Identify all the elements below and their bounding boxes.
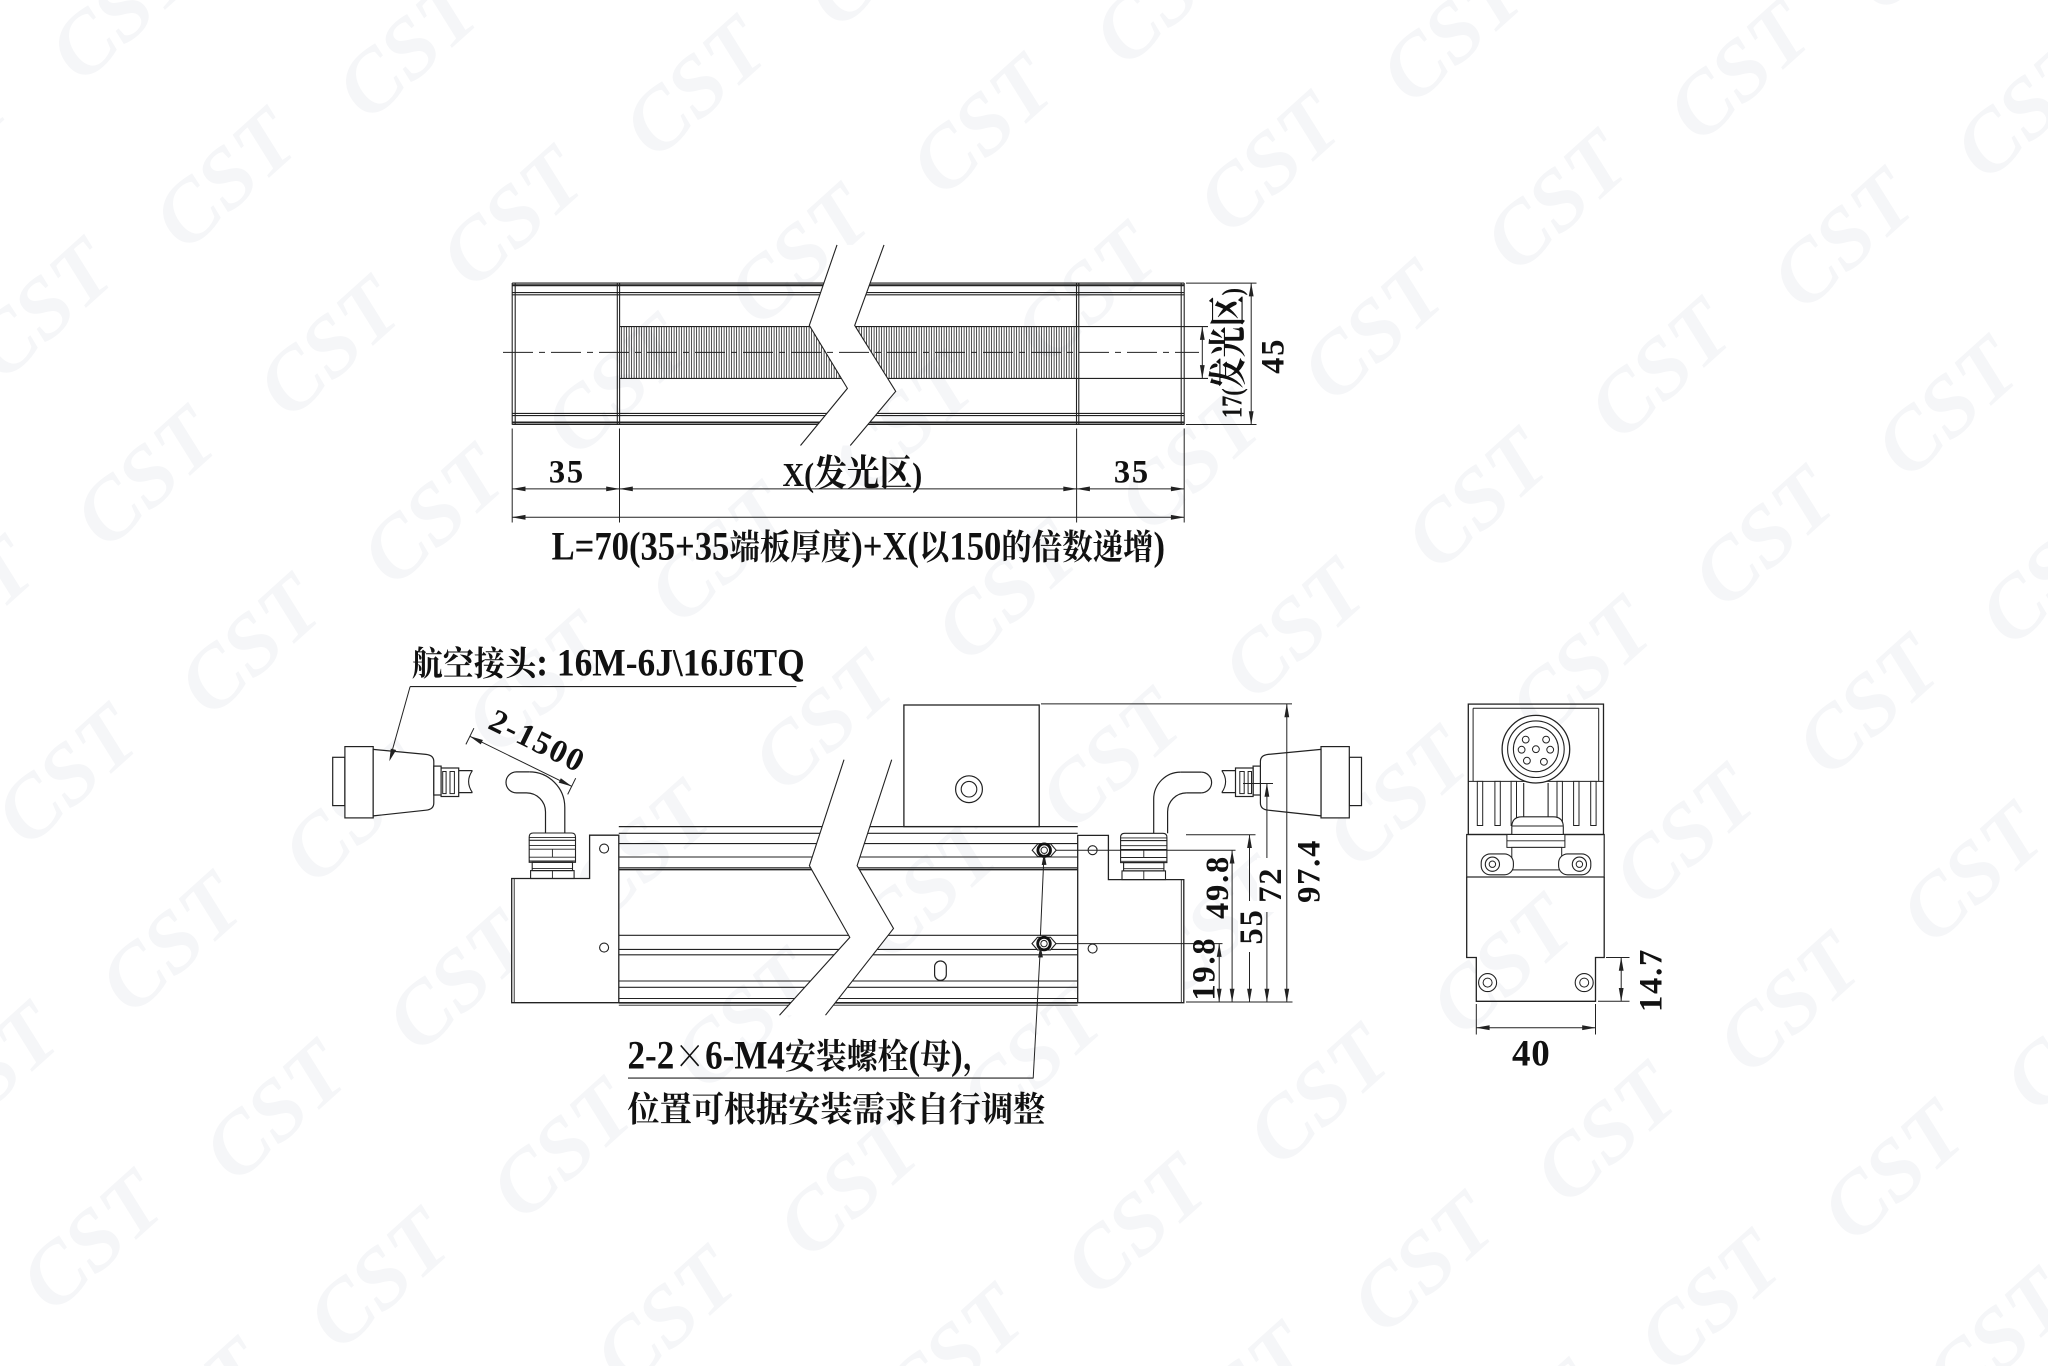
svg-text:40: 40: [1512, 1034, 1551, 1075]
svg-text:2-2: 2-2: [628, 1034, 675, 1079]
svg-text:): ): [951, 1034, 963, 1079]
svg-text:: 16M-6J\16J6TQ: : 16M-6J\16J6TQ: [536, 642, 804, 685]
svg-text:): ): [912, 455, 922, 493]
svg-text:35: 35: [1114, 455, 1150, 491]
svg-text:6-M4: 6-M4: [705, 1034, 785, 1079]
svg-text:35: 35: [549, 455, 585, 491]
svg-text:45: 45: [1256, 338, 1292, 374]
svg-text:150: 150: [949, 525, 1001, 569]
svg-text:X(: X(: [783, 455, 815, 493]
svg-text:): ): [1154, 525, 1166, 569]
svg-text:(: (: [908, 1034, 920, 1079]
svg-text:)+X(: )+X(: [851, 525, 919, 569]
svg-text:19.8: 19.8: [1187, 937, 1223, 1001]
svg-text:17(: 17(: [1217, 388, 1248, 418]
svg-text:55: 55: [1234, 908, 1270, 944]
svg-text:97.4: 97.4: [1292, 839, 1328, 903]
svg-text:): ): [1217, 288, 1248, 295]
svg-text:72: 72: [1253, 867, 1289, 903]
svg-text:49.8: 49.8: [1200, 855, 1236, 919]
svg-text:L=70(35+35: L=70(35+35: [552, 525, 730, 569]
svg-text:14.7: 14.7: [1634, 948, 1670, 1012]
